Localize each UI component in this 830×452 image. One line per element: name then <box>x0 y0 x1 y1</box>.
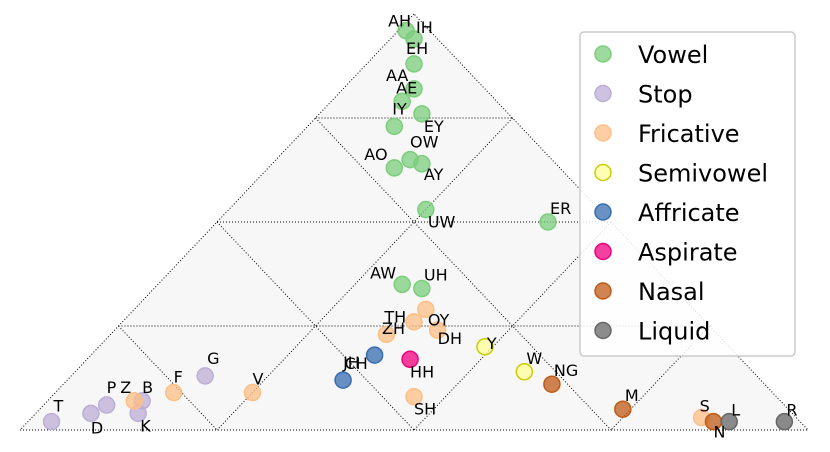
point-label-ow: OW <box>410 133 439 152</box>
point-l <box>720 412 738 431</box>
point-ae <box>393 92 411 111</box>
legend: VowelStopFricativeSemivowelAffricateAspi… <box>579 31 796 357</box>
point-label-dh: DH <box>438 329 462 348</box>
point-label-ng: NG <box>554 361 578 380</box>
point-label-z: Z <box>120 378 131 397</box>
point-iy <box>385 117 404 136</box>
legend-marker-aspirate <box>594 242 612 261</box>
points-layer <box>42 21 794 431</box>
legend-label-stop: Stop <box>638 81 693 109</box>
point-label-b: B <box>142 378 153 397</box>
point-label-t: T <box>53 397 64 416</box>
point-uw <box>417 200 435 219</box>
point-ih <box>405 30 423 48</box>
point-label-er: ER <box>550 199 571 218</box>
point-label-eh: EH <box>406 39 428 58</box>
point-label-v: V <box>252 370 263 389</box>
point-label-uh: UH <box>424 266 448 285</box>
legend-label-semivowel: Semivowel <box>638 160 768 188</box>
point-v <box>243 383 262 402</box>
point-label-l: L <box>731 401 740 420</box>
legend-marker-semivowel <box>594 163 612 182</box>
legend-label-nasal: Nasal <box>638 278 705 306</box>
legend-marker-vowel <box>594 45 612 63</box>
point-label-jh: JH <box>342 353 360 372</box>
point-g <box>196 367 214 385</box>
legend-box <box>579 31 796 357</box>
point-label-ch: CH <box>345 354 368 373</box>
point-p <box>97 396 116 414</box>
point-r <box>775 412 794 431</box>
point-er <box>539 213 557 231</box>
legend-label-vowel: Vowel <box>638 41 708 69</box>
point-label-uw: UW <box>428 213 456 232</box>
legend-marker-fricative <box>594 124 612 142</box>
point-ay <box>413 155 431 173</box>
point-z <box>125 392 144 410</box>
point-label-th: TH <box>383 307 406 326</box>
point-aa <box>405 80 423 98</box>
point-ch <box>365 346 384 364</box>
legend-label-fricative: Fricative <box>638 120 740 148</box>
point-aw <box>393 275 411 294</box>
legend-marker-nasal <box>594 282 612 300</box>
point-label-d: D <box>91 418 103 437</box>
point-label-k: K <box>140 416 151 435</box>
point-uh <box>413 279 431 298</box>
point-hh <box>401 350 419 369</box>
point-d <box>82 404 100 423</box>
point-label-aw: AW <box>370 263 396 282</box>
legend-label-liquid: Liquid <box>638 318 710 346</box>
point-w <box>515 363 534 381</box>
point-label-w: W <box>526 349 542 368</box>
point-label-p: P <box>107 378 117 397</box>
point-label-ae: AE <box>396 78 417 97</box>
point-th <box>377 325 396 344</box>
point-label-zh: ZH <box>382 319 405 338</box>
legend-marker-stop <box>594 84 612 103</box>
point-label-g: G <box>207 349 219 368</box>
point-label-m: M <box>625 386 639 405</box>
point-label-y: Y <box>486 334 497 353</box>
point-label-ao: AO <box>364 145 387 164</box>
point-label-s: S <box>700 397 710 416</box>
point-f <box>164 383 183 402</box>
point-ng <box>543 375 561 393</box>
point-dh <box>428 321 447 339</box>
point-t <box>42 412 61 431</box>
legend-label-aspirate: Aspirate <box>638 239 738 267</box>
point-label-hh: HH <box>410 362 434 381</box>
point-label-aa: AA <box>386 66 408 85</box>
point-label-ey: EY <box>424 117 444 136</box>
point-label-r: R <box>786 401 797 420</box>
point-label-iy: IY <box>392 99 407 118</box>
point-label-ah: AH <box>388 12 411 31</box>
point-label-n: N <box>713 423 725 442</box>
point-eh <box>405 55 423 73</box>
point-jh <box>334 371 352 389</box>
point-label-f: F <box>174 368 183 387</box>
point-label-ay: AY <box>424 165 444 184</box>
point-m <box>614 400 632 418</box>
point-oy <box>417 300 435 319</box>
legend-label-affricate: Affricate <box>638 199 740 227</box>
legend-marker-affricate <box>594 203 612 221</box>
legend-marker-liquid <box>594 321 612 340</box>
point-label-oy: OY <box>428 310 450 329</box>
point-label-sh: SH <box>414 400 436 419</box>
point-label-ih: IH <box>416 18 433 37</box>
point-ey <box>413 105 431 123</box>
point-sh <box>405 387 423 406</box>
point-ao <box>385 159 404 177</box>
point-y <box>476 338 494 356</box>
point-zh <box>405 313 423 331</box>
